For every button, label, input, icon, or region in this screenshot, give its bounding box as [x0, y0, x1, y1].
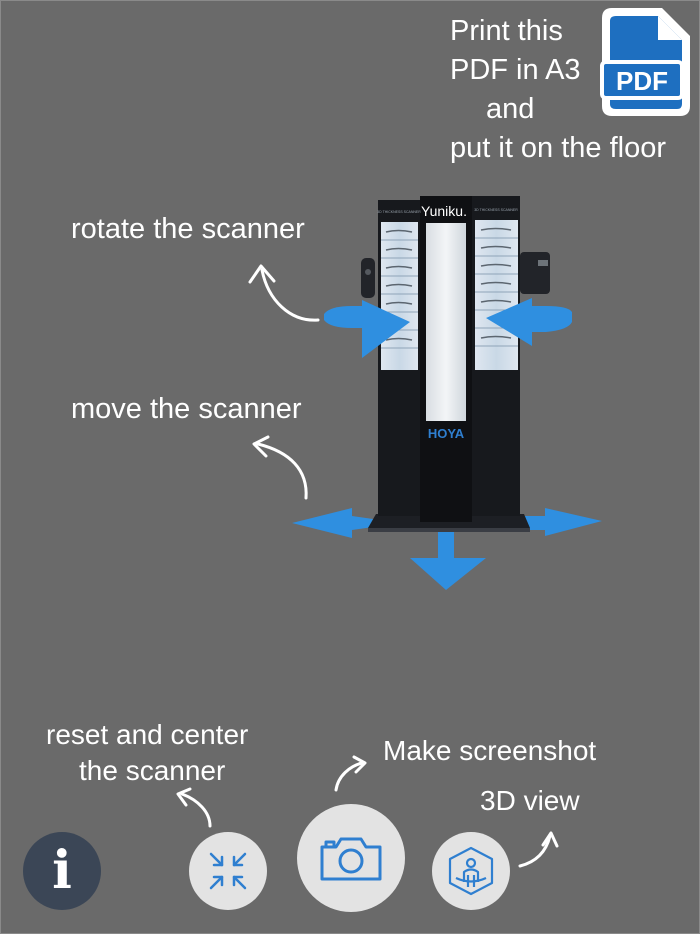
collapse-arrows-icon: [209, 852, 247, 890]
reset-hint-arrow: [180, 792, 212, 828]
camera-icon: [320, 837, 382, 881]
cube-person-icon: [448, 846, 494, 896]
screenshot-hint-arrow: [334, 761, 364, 792]
reset-hint: reset and center the scanner: [46, 717, 296, 789]
scanner-mirror: [426, 223, 466, 421]
pdf-badge-label: PDF: [616, 66, 668, 96]
left-camera: [361, 258, 375, 298]
reset-hint-line-2: the scanner: [79, 755, 226, 786]
info-icon: i: [52, 840, 72, 901]
reset-hint-line-1: reset and center: [46, 719, 249, 750]
screenshot-button[interactable]: [297, 804, 405, 912]
rotate-hint: rotate the scanner: [71, 213, 305, 245]
scanner-model: Yuniku. HOYA 3D THICKNESS SCANNER 3D THI…: [361, 196, 550, 522]
view3d-hint-arrow: [518, 834, 552, 868]
view3d-button[interactable]: [432, 832, 510, 910]
rotate-arrows: [324, 298, 572, 358]
pdf-instruction-line-2: PDF in A3: [450, 54, 581, 86]
scanner-brand-logo: Yuniku.: [421, 203, 467, 219]
view3d-hint: 3D view: [480, 785, 580, 816]
rotate-hint-arrow: [260, 268, 320, 322]
pdf-instruction-line-4: put it on the floor: [450, 132, 667, 164]
scanner-panel-caption-right: 3D THICKNESS SCANNER: [474, 208, 518, 212]
pdf-file-icon[interactable]: PDF: [598, 6, 692, 118]
scanner-panel-caption-left: 3D THICKNESS SCANNER: [377, 210, 421, 214]
screenshot-hint: Make screenshot: [383, 735, 597, 766]
move-hint-arrow: [256, 442, 308, 500]
reset-center-button[interactable]: [189, 832, 267, 910]
scanner-maker-logo: HOYA: [428, 426, 465, 441]
pdf-instruction-line-3: and: [486, 93, 535, 125]
move-hint: move the scanner: [71, 393, 302, 425]
info-button[interactable]: i: [23, 832, 101, 910]
pdf-instruction: Print this PDF in A3 and put it on the f…: [450, 12, 700, 168]
pdf-instruction-line-1: Print this: [450, 15, 563, 47]
right-camera: [520, 252, 550, 294]
